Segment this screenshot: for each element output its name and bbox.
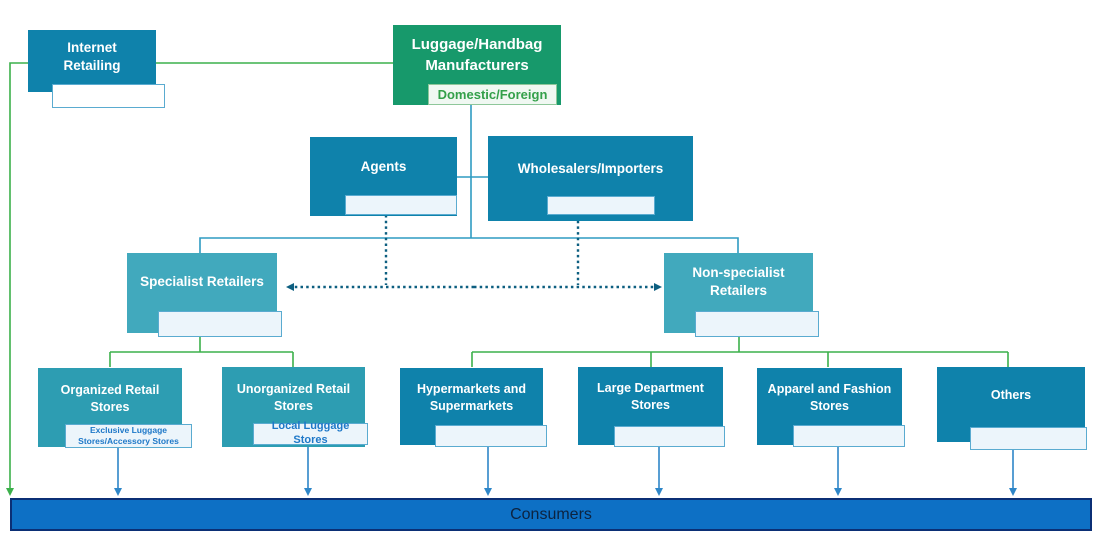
hypermarkets-supermarkets-label: Hypermarkets and Supermarkets <box>416 381 527 413</box>
nonspecialist-value-box <box>695 311 819 337</box>
organized-retail-stores-label: Organized Retail Stores <box>60 382 160 414</box>
apparel-value-box <box>793 425 905 447</box>
manufacturers-label: Luggage/Handbag Manufacturers <box>411 36 543 74</box>
internet-retailing-to-consumers-line <box>6 62 393 496</box>
consumers-bar: Consumers <box>10 498 1092 531</box>
internet-retailing-value-box <box>52 84 165 108</box>
apparel-fashion-stores-label: Apparel and Fashion Stores <box>767 381 892 413</box>
nonspecialist-children-bracket <box>471 337 1009 367</box>
specialist-children-bracket <box>109 337 294 367</box>
internet-retailing-node: Internet Retailing <box>28 30 156 92</box>
nonspecialist-retailers-label: Non-specialist Retailers <box>692 264 785 298</box>
organized-sub-box: Exclusive Luggage Stores/Accessory Store… <box>65 424 192 448</box>
domestic-foreign-label: Domestic/Foreign <box>437 87 548 102</box>
wholesalers-importers-label: Wholesalers/Importers <box>517 161 664 177</box>
wholesalers-value-box <box>547 196 655 215</box>
consumer-arrows <box>114 446 1017 496</box>
others-value-box <box>970 427 1087 450</box>
dotted-flow-lines <box>286 215 662 291</box>
local-luggage-stores-label: Local Luggage Stores <box>271 420 350 446</box>
unorganized-sub-box: Local Luggage Stores <box>253 420 368 446</box>
specialist-value-box <box>158 311 282 337</box>
large-department-value-box <box>614 426 725 447</box>
consumers-label: Consumers <box>510 505 592 523</box>
large-department-stores-label: Large Department Stores <box>597 381 704 412</box>
specialist-retailers-node: Specialist Retailers <box>127 253 277 333</box>
others-label: Others <box>990 388 1032 403</box>
exclusive-luggage-stores-label: Exclusive Luggage Stores/Accessory Store… <box>78 425 179 446</box>
manufacturers-connector-lines <box>199 105 739 254</box>
agents-label: Agents <box>360 159 407 175</box>
specialist-retailers-label: Specialist Retailers <box>140 273 264 289</box>
agents-value-box <box>345 195 457 215</box>
unorganized-retail-stores-label: Unorganized Retail Stores <box>236 382 351 413</box>
hypermarkets-value-box <box>435 425 547 447</box>
manufacturers-domestic-foreign-box: Domestic/Foreign <box>428 84 557 105</box>
internet-retailing-label: Internet Retailing <box>63 39 121 73</box>
hypermarkets-supermarkets-node: Hypermarkets and Supermarkets <box>400 368 543 445</box>
